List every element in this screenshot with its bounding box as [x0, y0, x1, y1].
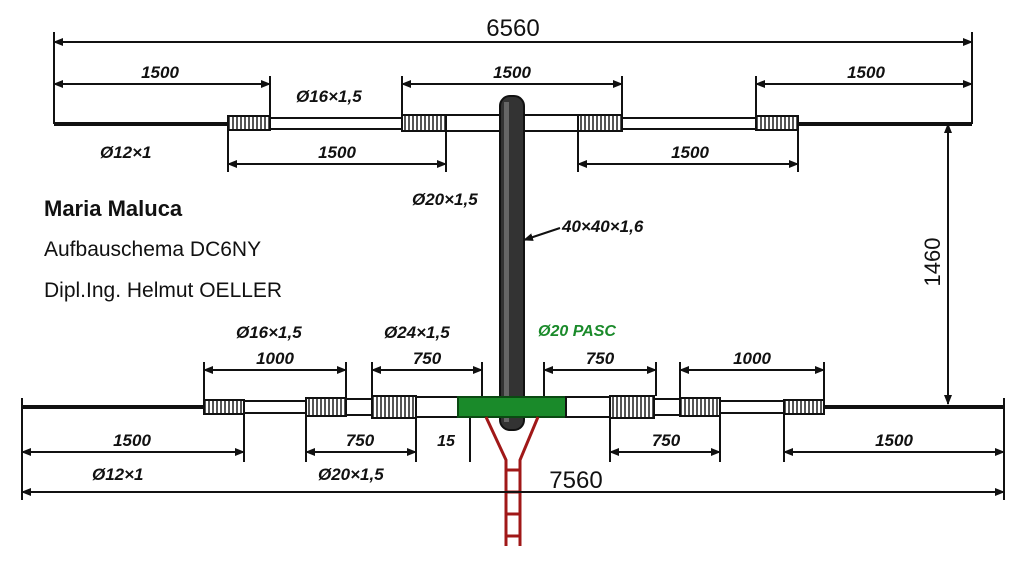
top-thread-right-outer [755, 115, 799, 131]
top-thread-right-inner [577, 114, 623, 132]
feed-line [484, 416, 540, 546]
label-top-tube-12: Ø12×1 [100, 143, 152, 162]
label-boom-profile: 40×40×1,6 [561, 217, 644, 236]
label-bottom-tube-12: Ø12×1 [92, 465, 144, 484]
diagram-author: Dipl.Ing. Helmut OELLER [44, 279, 283, 302]
dim-bottom-1500-right: 1500 [875, 431, 913, 450]
boom-tube [499, 95, 525, 431]
dim-bottom-750-left: 750 [413, 349, 442, 368]
diagram-subtitle: Aufbauschema DC6NY [44, 238, 262, 261]
dim-top-center-1500: 1500 [493, 63, 531, 82]
boom: 40×40×1,6 1460 [499, 95, 952, 431]
dim-7560: 7560 [549, 467, 602, 494]
dim-top-right-1500: 1500 [847, 63, 885, 82]
diagram-title: Maria Maluca [44, 196, 183, 221]
label-bottom-tube-20: Ø20×1,5 [318, 465, 384, 484]
top-tube-right [621, 117, 757, 130]
dim-top-left-1500: 1500 [141, 63, 179, 82]
label-top-tube-20: Ø20×1,5 [412, 190, 478, 209]
dim-bottom-750-low-right: 750 [652, 431, 681, 450]
dim-bottom-750-low-left: 750 [346, 431, 375, 450]
dim-bottom-1000-right: 1000 [733, 349, 771, 368]
bottom-element: Ø16×1,5 Ø24×1,5 Ø20 PASC 1000 750 750 10… [21, 323, 1005, 546]
dim-bottom-gap-15: 15 [437, 433, 456, 450]
dim-6560: 6560 [486, 15, 539, 42]
bottom-tube-16-left [243, 400, 307, 414]
bottom-tube-24-left [371, 395, 417, 419]
bottom-tube-16-right [719, 400, 785, 414]
dim-top-inner-right-1500: 1500 [671, 143, 709, 162]
bottom-tube-24-right [609, 395, 655, 419]
top-element: 6560 1500 1500 1500 Ø16×1,5 1500 1500 Ø1… [53, 15, 973, 209]
label-insulator: Ø20 PASC [538, 323, 616, 340]
label-bottom-tube-24: Ø24×1,5 [384, 323, 450, 342]
label-bottom-tube-16: Ø16×1,5 [236, 323, 302, 342]
top-thread-left-outer [227, 115, 271, 131]
top-tube-left [269, 117, 403, 130]
top-thread-left-inner [401, 114, 447, 132]
dim-top-inner-left-1500: 1500 [318, 143, 356, 162]
label-top-tube-16: Ø16×1,5 [296, 87, 362, 106]
dim-bottom-1000-left: 1000 [256, 349, 294, 368]
insulator-pasc [457, 396, 567, 418]
dim-1460: 1460 [920, 238, 945, 287]
dim-bottom-750-right: 750 [586, 349, 615, 368]
dim-bottom-1500-left: 1500 [113, 431, 151, 450]
